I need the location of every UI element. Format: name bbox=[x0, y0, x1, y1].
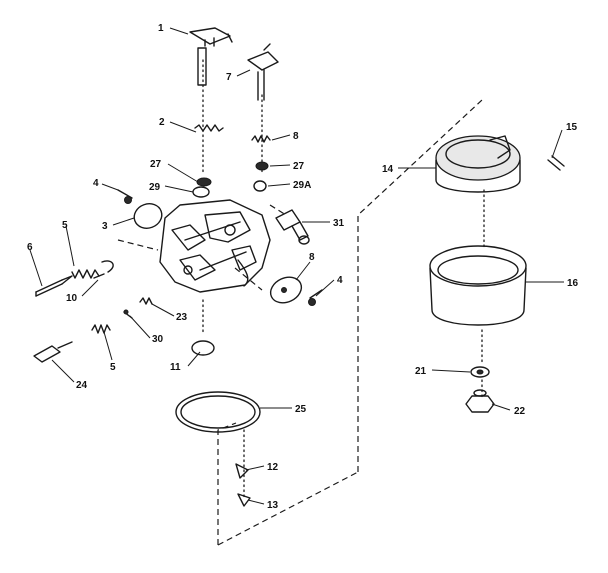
screw-part-4-right bbox=[308, 289, 323, 306]
spring-part-23 bbox=[139, 297, 153, 305]
callout-1: 1 bbox=[158, 23, 164, 34]
needle-spring-part-5a bbox=[71, 269, 100, 279]
spring-part-8 bbox=[251, 135, 271, 143]
spring-part-2 bbox=[194, 124, 224, 132]
callout-16: 16 bbox=[567, 278, 579, 289]
fuel-fitting-part bbox=[275, 209, 310, 245]
filter-nut-part bbox=[465, 389, 495, 413]
callout-4-left: 4 bbox=[93, 178, 99, 189]
callout-11: 11 bbox=[170, 362, 181, 373]
o-ring-part bbox=[191, 340, 215, 356]
callout-24: 24 bbox=[76, 380, 88, 391]
callout-8-lower: 8 bbox=[309, 252, 315, 263]
callout-7: 7 bbox=[226, 72, 232, 83]
callout-6: 6 bbox=[27, 242, 33, 253]
callout-22: 22 bbox=[514, 406, 526, 417]
callout-3: 3 bbox=[102, 221, 108, 232]
callout-29a: 29A bbox=[293, 180, 311, 191]
diaphragm-plate-part bbox=[269, 276, 303, 304]
assembly-guide-lines bbox=[117, 59, 485, 546]
callout-5-lower: 5 bbox=[110, 362, 116, 373]
idle-needle-part bbox=[35, 275, 73, 297]
screw-part-4-left bbox=[117, 189, 133, 204]
carburetor-body-part bbox=[159, 199, 271, 293]
throttle-shaft-part bbox=[189, 27, 233, 86]
callout-27-right: 27 bbox=[293, 161, 305, 172]
callout-14: 14 bbox=[382, 164, 394, 175]
callout-labels: 1 7 2 8 27 27 29 29A 4 3 31 5 6 8 4 10 2… bbox=[27, 23, 579, 511]
callout-10: 10 bbox=[66, 293, 78, 304]
callout-31: 31 bbox=[333, 218, 345, 229]
choke-shaft-part bbox=[247, 43, 279, 101]
callout-25: 25 bbox=[295, 404, 307, 415]
callout-12: 12 bbox=[267, 462, 279, 473]
needle-spring-part-5b bbox=[91, 324, 111, 334]
callout-21: 21 bbox=[415, 366, 427, 377]
callout-5-upper: 5 bbox=[62, 220, 68, 231]
washer-parts bbox=[192, 161, 269, 198]
callout-2: 2 bbox=[159, 117, 165, 128]
filter-cover-part bbox=[435, 135, 521, 193]
choke-plate-part bbox=[133, 203, 163, 229]
main-needle-part bbox=[33, 341, 73, 363]
clip-part bbox=[93, 260, 114, 279]
callout-4-right: 4 bbox=[337, 275, 343, 286]
callout-23: 23 bbox=[176, 312, 188, 323]
leader-lines bbox=[29, 27, 564, 505]
float-parts bbox=[235, 463, 251, 507]
filter-element-part bbox=[429, 245, 527, 326]
cover-screw-part bbox=[547, 155, 565, 171]
callout-30: 30 bbox=[152, 334, 164, 345]
callout-27-left: 27 bbox=[150, 159, 162, 170]
callout-15: 15 bbox=[566, 122, 578, 133]
filter-washer-part bbox=[470, 366, 490, 378]
callout-29: 29 bbox=[149, 182, 161, 193]
callout-13: 13 bbox=[267, 500, 279, 511]
bowl-gasket-part bbox=[175, 391, 261, 433]
callout-8-upper: 8 bbox=[293, 131, 299, 142]
